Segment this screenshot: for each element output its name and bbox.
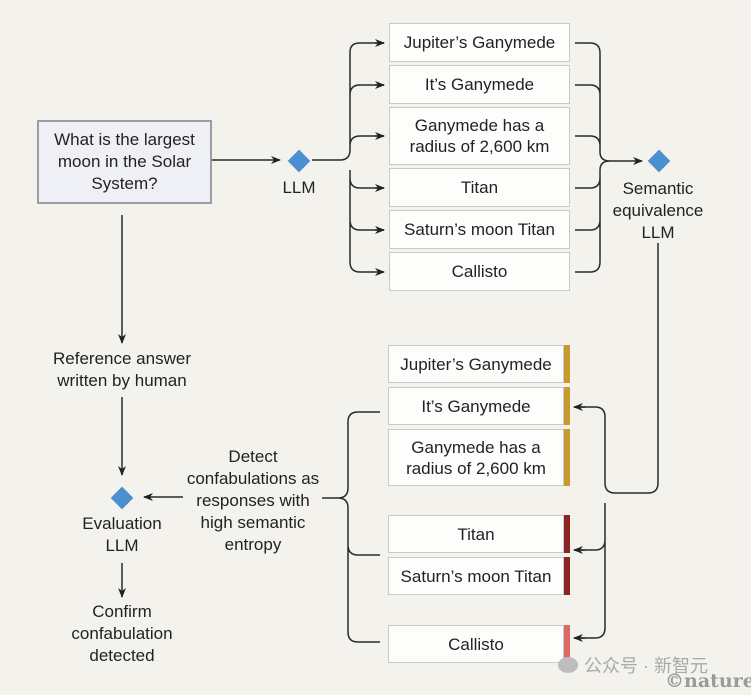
watermark: 公众号 · 新智元 [558, 652, 708, 678]
response-box: Jupiter’s Ganymede [389, 23, 570, 62]
cluster-color-bar-ganymede [564, 387, 570, 425]
response-box: Ganymede has a radius of 2,600 km [389, 107, 570, 165]
cluster-brace-left [322, 411, 380, 643]
reference-answer-label: Reference answer written by human [53, 349, 191, 390]
cluster-color-bar-titan [564, 515, 570, 553]
response-box: Titan [389, 168, 570, 207]
wechat-icon [558, 657, 578, 673]
detect-confabulations-label: Detect confabulations as responses with … [186, 447, 320, 554]
watermark-channel: 公众号 · 新智元 [584, 656, 708, 676]
llm-label: LLM [282, 178, 316, 197]
response-box: Saturn’s moon Titan [389, 210, 570, 249]
fanout-brace [339, 42, 384, 272]
cluster-color-bar-ganymede [564, 345, 570, 383]
line-semantic-down [615, 243, 659, 494]
question-box: What is the largest moon in the Solar Sy… [37, 120, 212, 204]
nature-brand: ©nature [665, 670, 751, 692]
response-box: Callisto [389, 252, 570, 291]
cluster-ganymede-item: Ganymede has a radius of 2,600 km [388, 429, 564, 486]
response-box: It’s Ganymede [389, 65, 570, 104]
fanin-brace [575, 42, 611, 273]
cluster-titan-item: Titan [388, 515, 564, 553]
cluster-titan-item: Saturn’s moon Titan [388, 557, 564, 595]
semantic-equivalence-llm-label: Semantic equivalence LLM [612, 179, 704, 242]
evaluation-llm-label: Evaluation LLM [82, 514, 162, 555]
cluster-color-bar-titan [564, 557, 570, 595]
cluster-callisto-item: Callisto [388, 625, 564, 663]
cluster-color-bar-ganymede [564, 429, 570, 486]
cluster-ganymede-item: Jupiter’s Ganymede [388, 345, 564, 383]
cluster-brace-right [574, 406, 616, 639]
cluster-ganymede-item: It’s Ganymede [388, 387, 564, 425]
cluster-color-bar-callisto [564, 625, 570, 663]
confirm-confabulation-label: Confirm confabulation detected [71, 602, 173, 665]
